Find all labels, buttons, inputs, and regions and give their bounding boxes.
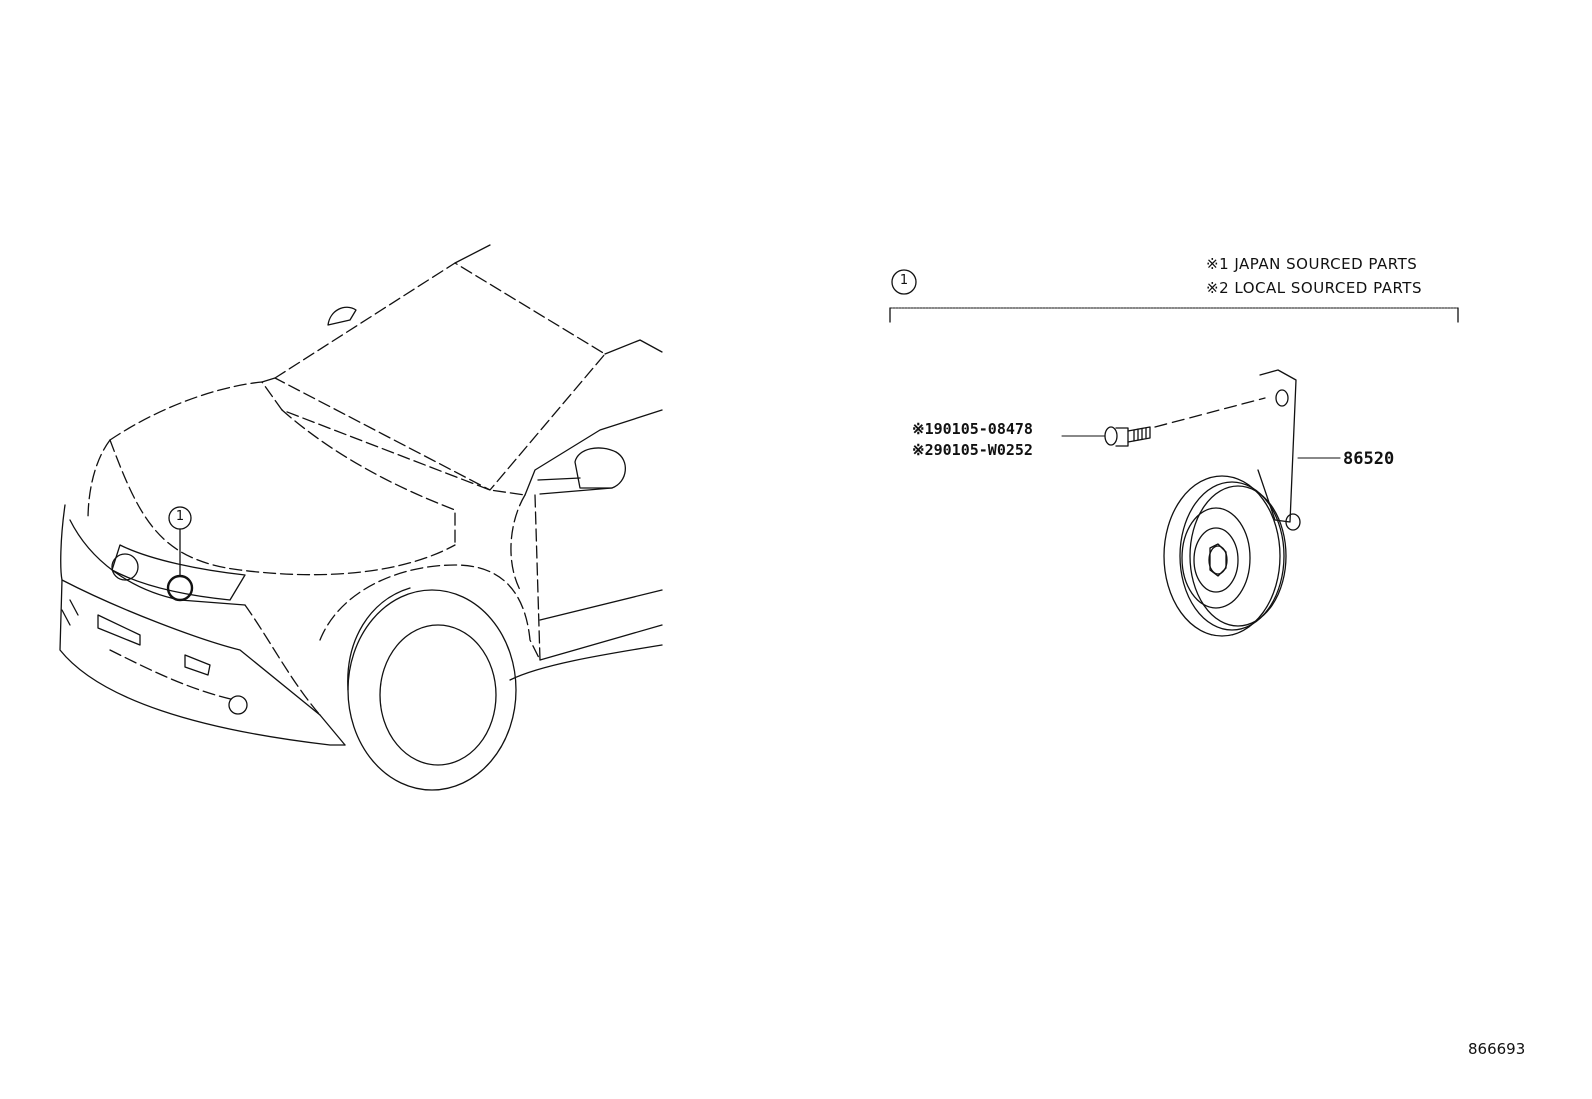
vehicle-front-view (59, 244, 663, 791)
part-number-bolt-local[interactable]: ※290105-W0252 (912, 441, 1033, 459)
vehicle-horn-location-callout (166, 506, 194, 602)
horn-part (1163, 369, 1341, 637)
vehicle-callout-number: 1 (175, 509, 185, 524)
windshield (274, 262, 606, 491)
note-japan-sourced: ※1 JAPAN SOURCED PARTS (1206, 255, 1418, 273)
side-mirror (574, 447, 626, 489)
bolt-part (1061, 397, 1266, 447)
headlight (111, 544, 246, 601)
note-local-sourced: ※2 LOCAL SOURCED PARTS (1206, 279, 1422, 297)
front-bumper (59, 504, 346, 746)
horn-bracket (1257, 369, 1297, 523)
front-wheel (347, 587, 517, 791)
part-number-horn[interactable]: 86520 (1343, 449, 1395, 469)
group-callout-number: 1 (899, 273, 909, 288)
group-bracket (889, 269, 1459, 323)
diagram-reference-number: 866693 (1468, 1040, 1526, 1058)
hood (109, 381, 526, 496)
part-number-bolt-japan[interactable]: ※190105-08478 (912, 420, 1033, 438)
wheel-arch (319, 564, 541, 661)
